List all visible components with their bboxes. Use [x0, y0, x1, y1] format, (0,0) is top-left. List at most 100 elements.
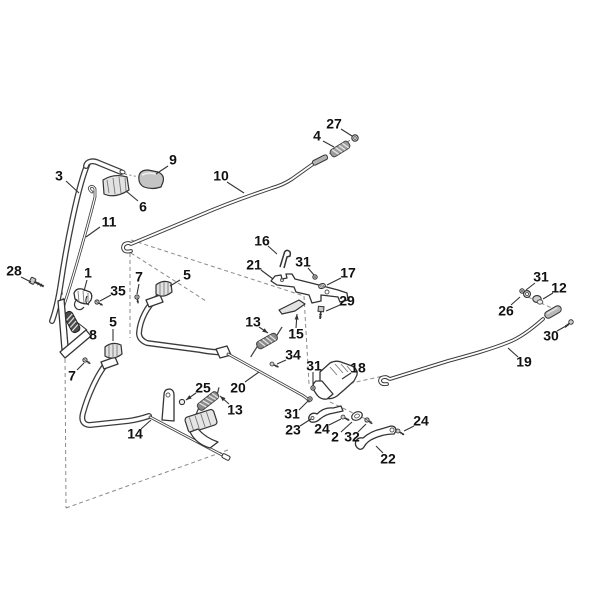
- leader-line-32: [357, 423, 367, 433]
- part-bolt-29: [317, 305, 325, 320]
- part-label-24: 24: [314, 421, 330, 437]
- part-label-34: 34: [285, 347, 301, 363]
- part-label-2: 2: [331, 429, 339, 445]
- part-bolt-24a: [339, 413, 352, 423]
- part-label-21: 21: [246, 257, 262, 273]
- part-label-14: 14: [127, 426, 143, 442]
- part-label-13: 13: [245, 314, 261, 330]
- part-label-17: 17: [340, 265, 356, 281]
- part-bolt-24b: [394, 427, 406, 438]
- leader-line-22: [375, 445, 384, 454]
- part-ring-25: [178, 398, 186, 406]
- part-label-10: 10: [213, 168, 229, 184]
- part-label-31: 31: [295, 254, 311, 270]
- leader-line-29: [325, 304, 341, 312]
- part-lever-upper: [136, 294, 227, 356]
- leader-line-17: [326, 277, 342, 286]
- part-label-28: 28: [6, 263, 22, 279]
- part-rod-11: [59, 184, 97, 317]
- part-label-27: 27: [326, 116, 342, 132]
- part-bolt-28: [28, 276, 45, 288]
- part-label-3: 3: [55, 168, 63, 184]
- part-fastener-31c: [310, 385, 316, 391]
- leader-line-10: [226, 181, 245, 194]
- part-label-20: 20: [230, 380, 246, 396]
- part-label-12: 12: [551, 280, 567, 296]
- part-label-4: 4: [313, 128, 321, 144]
- part-pad-5a: [155, 280, 173, 297]
- part-label-5: 5: [183, 267, 191, 283]
- part-label-22: 22: [380, 451, 396, 467]
- part-label-9: 9: [169, 152, 177, 168]
- part-pad-5b: [104, 342, 123, 359]
- part-clip-16: [279, 249, 292, 269]
- part-label-7: 7: [135, 269, 143, 285]
- part-label-18: 18: [350, 360, 366, 376]
- part-label-31: 31: [533, 269, 549, 285]
- part-label-5: 5: [109, 314, 117, 330]
- leader-arrow-13: [220, 396, 226, 402]
- part-bracket-18: [312, 360, 358, 400]
- part-label-1: 1: [84, 265, 92, 281]
- part-label-8: 8: [89, 327, 97, 343]
- part-label-24: 24: [413, 413, 429, 429]
- construction-lines: [60, 138, 557, 509]
- part-label-32: 32: [344, 429, 360, 445]
- part-label-6: 6: [139, 199, 147, 215]
- leader-line-4: [322, 140, 335, 148]
- leader-arrow-25: [186, 395, 192, 400]
- leader-line-7: [76, 362, 85, 371]
- part-label-15: 15: [288, 326, 304, 342]
- part-label-16: 16: [254, 233, 270, 249]
- leader-line-14: [140, 419, 152, 430]
- part-rod-10: [121, 154, 329, 254]
- leader-line-1: [83, 279, 88, 292]
- part-label-31: 31: [306, 358, 322, 374]
- leader-line-16: [267, 245, 278, 255]
- part-label-19: 19: [516, 354, 532, 370]
- part-spring-4: [329, 140, 351, 158]
- leader-line-11: [85, 226, 101, 238]
- leader-line-5: [169, 279, 181, 287]
- leader-line-7: [136, 283, 140, 295]
- leader-line-24: [328, 418, 342, 426]
- leader-line-23: [299, 418, 312, 427]
- leader-arrow-15: [294, 314, 299, 320]
- part-nut-12: [532, 295, 544, 305]
- part-wedge-15: [278, 299, 306, 315]
- part-label-30: 30: [543, 328, 559, 344]
- part-knob-9: [138, 169, 165, 190]
- part-label-35: 35: [110, 283, 126, 299]
- part-label-23: 23: [285, 422, 301, 438]
- leader-line-26: [510, 296, 521, 306]
- part-label-13: 13: [227, 402, 243, 418]
- part-fastener-31d: [307, 396, 313, 402]
- part-bolt-30: [562, 318, 575, 330]
- part-grip-6: [102, 174, 130, 197]
- part-nut-27: [351, 134, 359, 142]
- part-lever-3: [49, 158, 126, 324]
- leader-line-6: [125, 190, 139, 202]
- leader-line-2: [340, 421, 353, 433]
- leader-line-24: [403, 425, 415, 432]
- leader-line-35: [99, 294, 112, 302]
- leader-arrow-13: [262, 328, 268, 333]
- leader-line-31: [298, 400, 309, 411]
- part-bracket-21: [270, 273, 349, 304]
- part-arm-23: [308, 405, 344, 423]
- leader-line-20: [244, 371, 260, 383]
- leader-line-18: [341, 372, 352, 380]
- leader-line-21: [260, 269, 274, 280]
- part-washer-17: [318, 282, 326, 290]
- part-spring-8: [63, 310, 81, 334]
- part-label-26: 26: [498, 303, 514, 319]
- leader-line-31: [525, 282, 536, 291]
- part-lever-14: [79, 356, 231, 461]
- part-screw-7a: [133, 293, 141, 305]
- leader-line-9: [155, 165, 169, 175]
- part-label-7: 7: [68, 368, 76, 384]
- leader-line-27: [340, 128, 353, 137]
- leader-line-8: [77, 322, 88, 331]
- part-spacer-2: [351, 411, 363, 421]
